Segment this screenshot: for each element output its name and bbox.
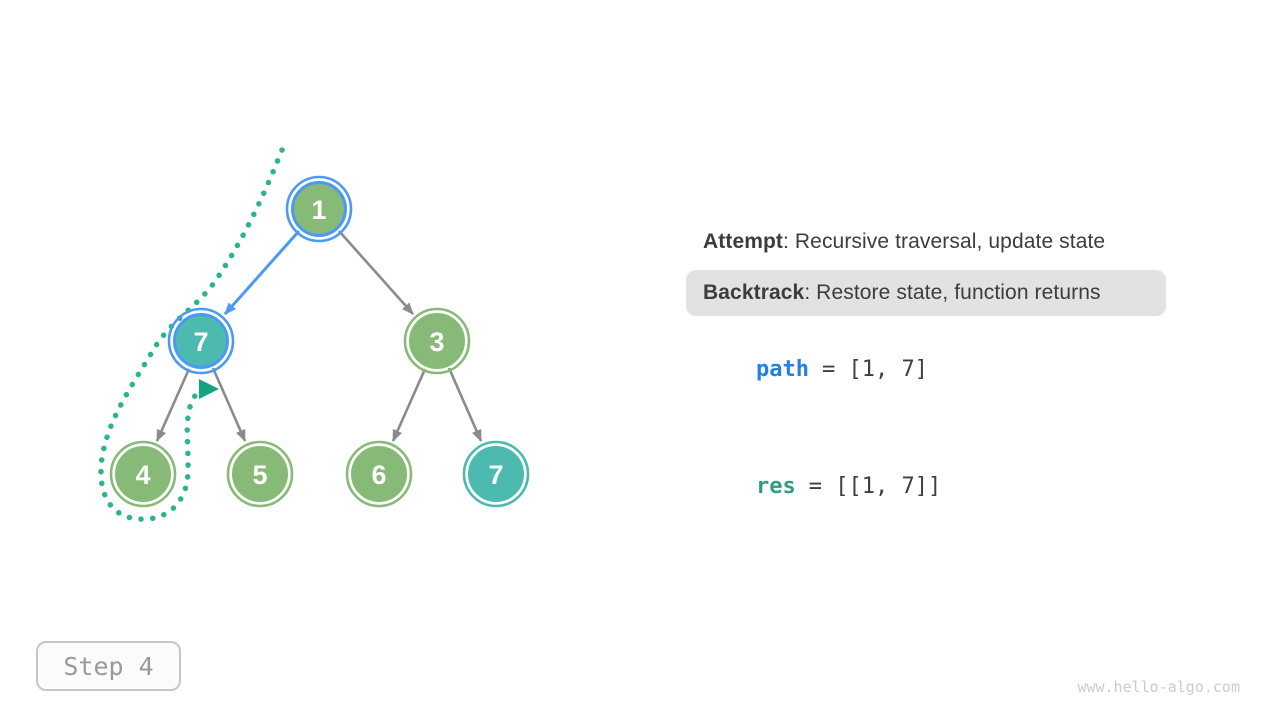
edge-1-7-active <box>223 230 301 315</box>
tree-nodes: 1 7 3 4 5 <box>109 175 530 508</box>
backtrack-arrow-icon <box>199 379 219 399</box>
node-value: 6 <box>371 460 386 490</box>
node-value: 5 <box>252 460 267 490</box>
watermark-url: www.hello-algo.com <box>1077 678 1240 696</box>
node-outer-ring <box>167 307 235 375</box>
node-disc <box>173 313 229 369</box>
edge-3-6 <box>391 368 427 442</box>
attempt-text: : Recursive traversal, update state <box>783 230 1106 253</box>
node-value: 3 <box>429 327 444 357</box>
legend-panel: Attempt: Recursive traversal, update sta… <box>686 219 1166 316</box>
node-value: 7 <box>193 327 208 357</box>
tree-node-right: 3 <box>403 307 471 375</box>
edge-1-3 <box>338 230 414 315</box>
path-variable: path <box>755 357 809 382</box>
node-outer-ring <box>345 440 413 508</box>
tree-node-rr: 7 <box>462 440 530 508</box>
res-variable: res <box>755 474 796 499</box>
tree-node-lr: 5 <box>226 440 294 508</box>
node-outer-ring <box>462 440 530 508</box>
node-outer-ring <box>403 307 471 375</box>
step-label: Step 4 <box>63 651 154 681</box>
backtrack-text: : Restore state, function returns <box>804 281 1101 304</box>
res-state-line: res = [[1, 7]] <box>703 449 941 524</box>
tree-edges <box>155 230 483 442</box>
node-disc <box>232 446 288 502</box>
node-value: 4 <box>135 460 150 490</box>
node-value: 7 <box>488 460 503 490</box>
node-disc <box>291 181 347 237</box>
step-indicator: Step 4 <box>36 641 181 691</box>
backtrack-dotted-path <box>98 147 285 522</box>
tree-node-ll: 4 <box>109 440 177 508</box>
node-disc <box>351 446 407 502</box>
node-outer-ring <box>226 440 294 508</box>
backtrack-label: Backtrack <box>703 281 805 304</box>
tree-node-root: 1 <box>285 175 353 243</box>
edge-3-7 <box>447 367 483 442</box>
node-disc <box>115 446 171 502</box>
node-disc <box>409 313 465 369</box>
node-outer-ring <box>109 440 177 508</box>
node-value: 1 <box>311 195 326 225</box>
attempt-line: Attempt: Recursive traversal, update sta… <box>686 219 1166 265</box>
node-disc <box>468 446 524 502</box>
path-state-line: path = [1, 7] <box>703 332 928 407</box>
node-outer-ring <box>285 175 353 243</box>
edge-7-5 <box>211 367 247 442</box>
attempt-label: Attempt <box>703 230 784 253</box>
res-value: = [[1, 7]] <box>808 474 942 499</box>
tree-node-rl: 6 <box>345 440 413 508</box>
path-value: = [1, 7] <box>821 357 928 382</box>
backtrack-line: Backtrack: Restore state, function retur… <box>686 270 1166 316</box>
tree-node-left: 7 <box>167 307 235 375</box>
edge-7-4 <box>155 368 191 442</box>
